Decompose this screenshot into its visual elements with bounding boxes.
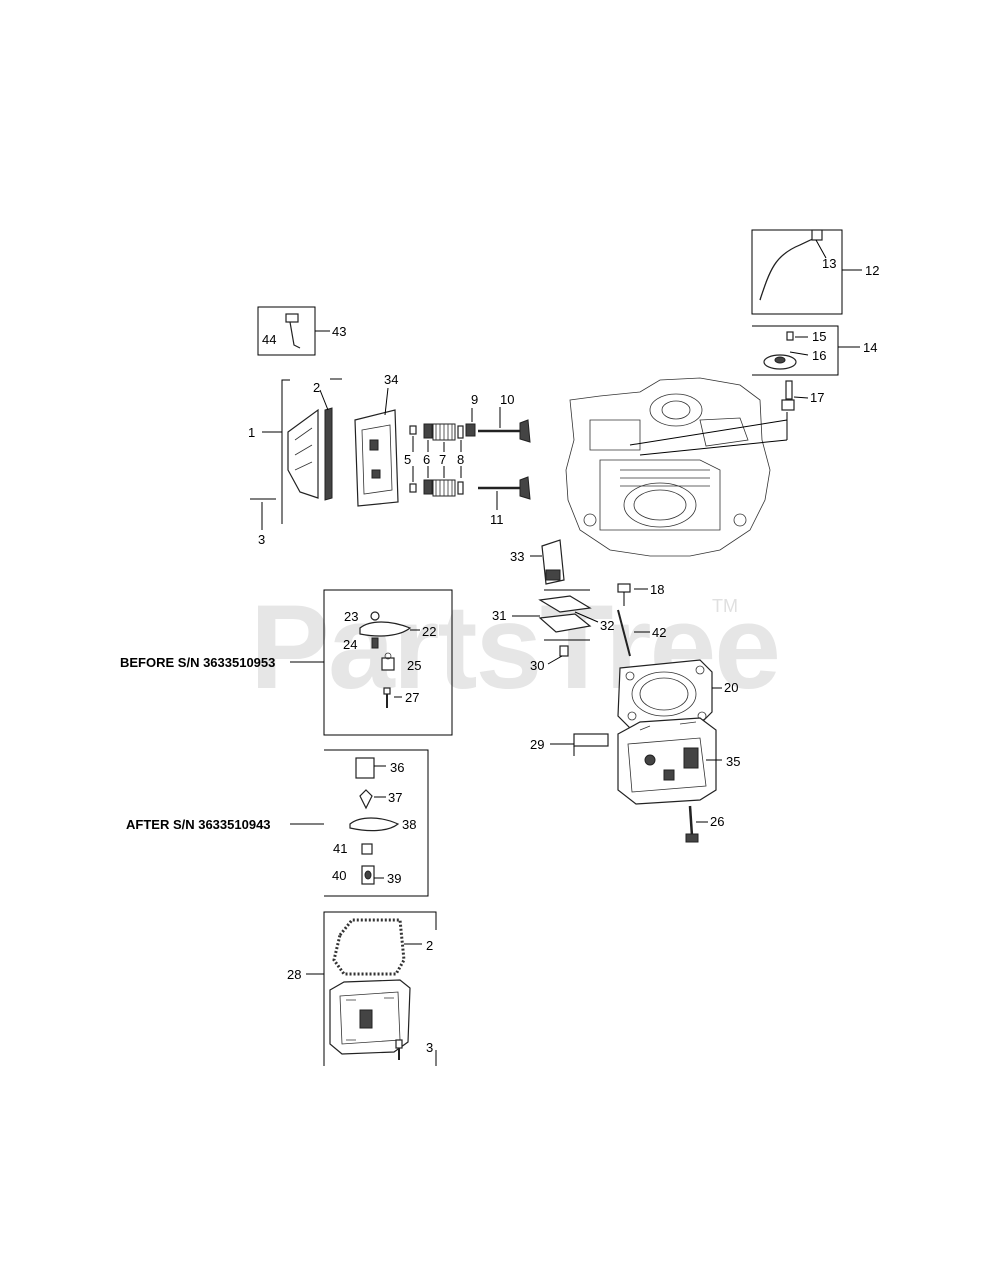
before-sn-note: BEFORE S/N 3633510953 <box>120 655 275 670</box>
callout-28: 28 <box>287 967 301 982</box>
callout-32: 32 <box>600 618 614 633</box>
callout-14: 14 <box>863 340 877 355</box>
callout-38: 38 <box>402 817 416 832</box>
callout-12: 12 <box>865 263 879 278</box>
callout-16: 16 <box>812 348 826 363</box>
cylinder-head <box>550 717 722 843</box>
callout-7: 7 <box>439 452 446 467</box>
callout-8: 8 <box>457 452 464 467</box>
fitting-group <box>257 306 330 356</box>
callout-35: 35 <box>726 754 740 769</box>
callout-39: 39 <box>387 871 401 886</box>
callout-6: 6 <box>423 452 430 467</box>
callout-9: 9 <box>471 392 478 407</box>
callout-40: 40 <box>332 868 346 883</box>
callout-37: 37 <box>388 790 402 805</box>
head-gasket-parts <box>617 583 722 729</box>
callout-25: 25 <box>407 658 421 673</box>
callout-3: 3 <box>258 532 265 547</box>
watermark-trademark: TM <box>712 596 738 616</box>
callout-1: 1 <box>248 425 255 440</box>
callout-24: 24 <box>343 637 357 652</box>
callout-29: 29 <box>530 737 544 752</box>
callout-15: 15 <box>812 329 826 344</box>
callout-36: 36 <box>390 760 404 775</box>
valve-cover-assembly <box>250 378 399 530</box>
callout-42: 42 <box>652 625 666 640</box>
callout-13: 13 <box>822 256 836 271</box>
callout-17: 17 <box>810 390 824 405</box>
callout-3-kit: 3 <box>426 1040 433 1055</box>
callout-43: 43 <box>332 324 346 339</box>
before-sn-group <box>290 589 453 736</box>
valve-cover-kit-group <box>306 911 437 1066</box>
callout-30: 30 <box>530 658 544 673</box>
rocker-parts <box>512 539 599 665</box>
valve-train <box>409 407 531 510</box>
engine-block <box>565 377 788 557</box>
callout-20: 20 <box>724 680 738 695</box>
breather-hose-group <box>751 229 862 315</box>
callout-2: 2 <box>313 380 320 395</box>
callout-10: 10 <box>500 392 514 407</box>
callout-23: 23 <box>344 609 358 624</box>
callout-33: 33 <box>510 549 524 564</box>
breather-cover-group <box>752 325 860 411</box>
callout-34: 34 <box>384 372 398 387</box>
after-sn-group <box>290 749 429 897</box>
callout-27: 27 <box>405 690 419 705</box>
callout-5: 5 <box>404 452 411 467</box>
callout-2-kit: 2 <box>426 938 433 953</box>
callout-11: 11 <box>490 512 504 527</box>
after-sn-note: AFTER S/N 3633510943 <box>126 817 271 832</box>
callout-41: 41 <box>333 841 347 856</box>
callout-31: 31 <box>492 608 506 623</box>
callout-18: 18 <box>650 582 664 597</box>
callout-26: 26 <box>710 814 724 829</box>
callout-44: 44 <box>262 332 276 347</box>
callout-22: 22 <box>422 624 436 639</box>
